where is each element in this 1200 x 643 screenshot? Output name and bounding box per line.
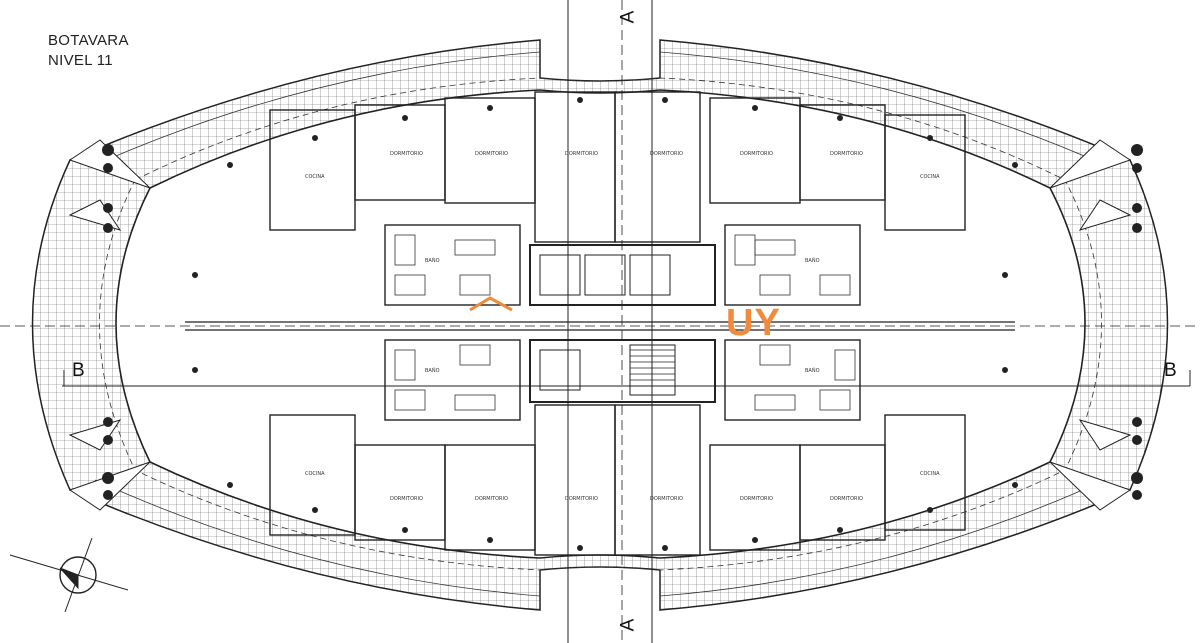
watermark-logo: UY	[726, 302, 781, 344]
rooms-top	[269, 91, 966, 306]
room-label-bath: BAÑO	[805, 257, 820, 264]
room-label-bedroom: DORMITORIO	[390, 496, 423, 502]
room-label-bath: BAÑO	[805, 367, 820, 374]
room-label-bedroom: DORMITORIO	[740, 151, 773, 157]
column-markers	[192, 97, 1018, 551]
section-mark-a-bottom: A	[617, 618, 639, 632]
rooms-bottom	[269, 339, 966, 556]
room-label-bedroom: DORMITORIO	[740, 496, 773, 502]
plan-title: BOTAVARA	[48, 32, 129, 49]
section-mark-a-top: A	[617, 10, 639, 24]
room-label-bedroom: DORMITORIO	[830, 496, 863, 502]
room-label-bedroom: DORMITORIO	[565, 151, 598, 157]
room-label-bedroom: DORMITORIO	[650, 151, 683, 157]
room-label-bedroom: DORMITORIO	[650, 496, 683, 502]
north-arrow-icon	[9, 537, 129, 613]
room-labels: COCINA COCINA COCINA COCINA DORMITORIO D…	[305, 151, 940, 502]
watermark-roof-icon	[469, 296, 513, 312]
section-mark-b-left: B	[72, 360, 85, 381]
plan-level: NIVEL 11	[48, 52, 113, 69]
room-label-kitchen: COCINA	[920, 471, 940, 477]
room-label-bedroom: DORMITORIO	[475, 151, 508, 157]
section-mark-b-right: B	[1164, 360, 1177, 381]
room-label-kitchen: COCINA	[305, 471, 325, 477]
corridor	[185, 321, 1015, 331]
room-label-bath: BAÑO	[425, 367, 440, 374]
room-label-bedroom: DORMITORIO	[565, 496, 598, 502]
fixtures	[394, 234, 856, 411]
room-label-bedroom: DORMITORIO	[475, 496, 508, 502]
room-label-bath: BAÑO	[425, 257, 440, 264]
plant-icons	[102, 144, 1143, 500]
room-label-bedroom: DORMITORIO	[390, 151, 423, 157]
room-label-bedroom: DORMITORIO	[830, 151, 863, 157]
corner-wings	[68, 139, 1132, 511]
room-label-kitchen: COCINA	[920, 174, 940, 180]
room-label-kitchen: COCINA	[305, 174, 325, 180]
terrace-ring	[31, 39, 1169, 611]
